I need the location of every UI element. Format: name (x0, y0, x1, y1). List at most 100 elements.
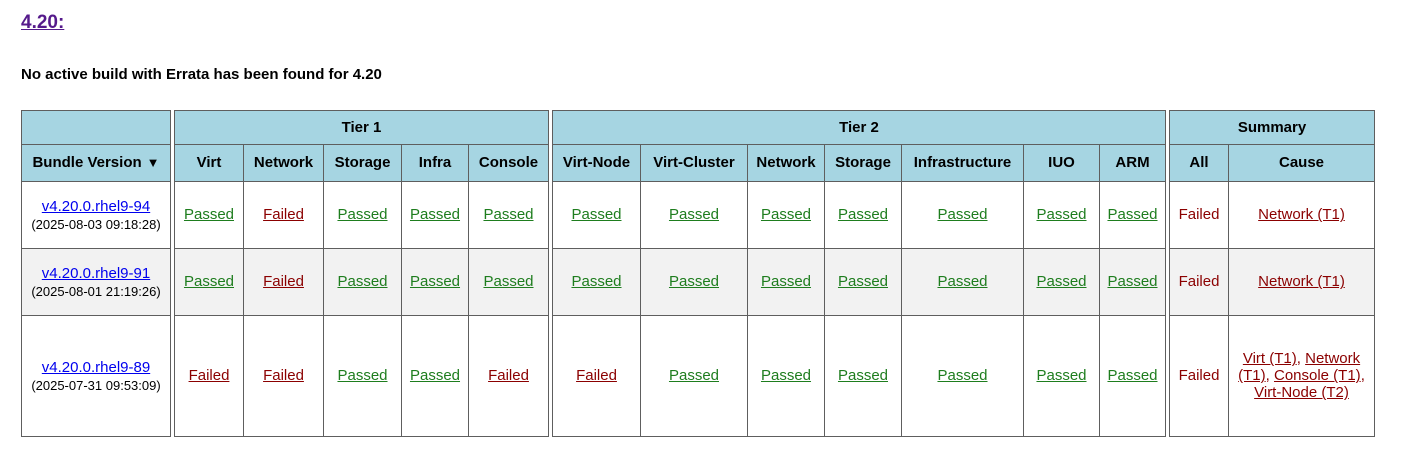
test-status-cell: Passed (824, 247, 902, 316)
status-passed-link[interactable]: Passed (837, 206, 889, 224)
cause-link[interactable]: Virt (T1) (1242, 350, 1297, 368)
column-header-summary-all: All (1169, 143, 1229, 182)
column-header-t1-console: Console (468, 143, 549, 182)
tier1-group-header: Tier 1 (174, 109, 549, 145)
table-row: Failed Failed Passed Passed Failed (174, 314, 549, 437)
test-status-cell: Passed (323, 180, 402, 249)
test-status-cell: Passed (1023, 314, 1100, 437)
table-row: v4.20.0.rhel9-89(2025-07-31 09:53:09) (21, 314, 171, 437)
test-status-cell: Passed (401, 314, 469, 437)
release-heading-link[interactable]: 4.20: (21, 12, 65, 33)
status-passed-link[interactable]: Passed (1036, 206, 1087, 224)
test-status-cell: Passed (901, 247, 1024, 316)
status-passed-link[interactable]: Passed (760, 367, 812, 385)
overall-status-cell: Failed (1169, 180, 1229, 249)
status-passed-link[interactable]: Passed (760, 206, 812, 224)
status-passed-link[interactable]: Passed (409, 206, 461, 224)
status-passed-link[interactable]: Passed (571, 273, 622, 291)
status-failed-link[interactable]: Failed (188, 367, 230, 385)
failure-cause-cell: Virt (T1), Network (T1), Console (T1), V… (1228, 314, 1375, 437)
status-passed-link[interactable]: Passed (409, 273, 461, 291)
status-passed-link[interactable]: Passed (937, 367, 988, 385)
table-row: Failed Network (T1) (1169, 180, 1375, 249)
test-status-cell: Passed (1023, 247, 1100, 316)
status-passed-link[interactable]: Passed (668, 367, 720, 385)
column-header-t2-virt-cluster: Virt-Cluster (640, 143, 748, 182)
status-passed-link[interactable]: Passed (337, 367, 388, 385)
overall-status-cell: Failed (1169, 314, 1229, 437)
test-status-cell: Passed (824, 180, 902, 249)
bundle-version-link[interactable]: v4.20.0.rhel9-94 (41, 197, 151, 215)
table-row: v4.20.0.rhel9-91(2025-08-01 21:19:26) (21, 247, 171, 316)
cause-link[interactable]: Network (T1) (1238, 350, 1361, 385)
test-status-cell: Passed (401, 247, 469, 316)
status-passed-link[interactable]: Passed (183, 273, 235, 291)
table-row: Failed Network (T1) (1169, 247, 1375, 316)
bundle-timestamp: (2025-08-03 09:18:28) (31, 216, 161, 232)
cause-link[interactable]: Network (T1) (1258, 273, 1345, 291)
test-status-cell: Passed (901, 314, 1024, 437)
status-passed-link[interactable]: Passed (337, 206, 388, 224)
table-row: Passed Passed Passed Passed Passed Passed Pass… (552, 180, 1166, 249)
status-passed-link[interactable]: Passed (337, 273, 388, 291)
status-passed-link[interactable]: Passed (1036, 367, 1087, 385)
failure-cause-cell: Network (T1) (1228, 247, 1375, 316)
failure-cause-cell: Network (T1) (1228, 180, 1375, 249)
tier2-table: Tier 2 Virt-Node Virt-Cluster Network St… (552, 109, 1166, 437)
bundle-timestamp: (2025-07-31 09:53:09) (31, 377, 161, 393)
status-passed-link[interactable]: Passed (937, 273, 988, 291)
test-status-cell: Passed (401, 180, 469, 249)
column-header-t2-network: Network (747, 143, 825, 182)
test-status-cell: Failed (243, 180, 324, 249)
status-passed-link[interactable]: Passed (668, 206, 720, 224)
bundle-version-table: Bundle Version▼ v4.20.0.rhel9-94(2025-08… (21, 109, 171, 437)
status-passed-link[interactable]: Passed (760, 273, 812, 291)
status-passed-link[interactable]: Passed (571, 206, 622, 224)
test-status-cell: Passed (824, 314, 902, 437)
status-passed-link[interactable]: Passed (1036, 273, 1087, 291)
status-passed-link[interactable]: Passed (183, 206, 235, 224)
cause-link[interactable]: Network (T1) (1258, 206, 1345, 224)
bundle-version-cell: v4.20.0.rhel9-89(2025-07-31 09:53:09) (21, 314, 171, 437)
test-status-cell: Passed (640, 247, 748, 316)
status-failed-link[interactable]: Failed (263, 273, 304, 291)
status-passed-link[interactable]: Passed (937, 206, 988, 224)
column-header-t2-iuo: IUO (1023, 143, 1100, 182)
test-status-cell: Failed (468, 314, 549, 437)
test-status-cell: Failed (243, 247, 324, 316)
bundle-timestamp: (2025-08-01 21:19:26) (31, 283, 161, 299)
bundle-group-header-spacer (21, 109, 171, 145)
table-row: Passed Failed Passed Passed Passed (174, 247, 549, 316)
status-passed-link[interactable]: Passed (837, 367, 889, 385)
cause-link[interactable]: Virt-Node (T2) (1254, 384, 1349, 402)
status-passed-link[interactable]: Passed (409, 367, 461, 385)
test-status-cell: Passed (552, 247, 641, 316)
tier1-table: Tier 1 Virt Network Storage Infra Consol… (174, 109, 549, 437)
status-passed-link[interactable]: Passed (837, 273, 889, 291)
status-passed-link[interactable]: Passed (668, 273, 720, 291)
column-header-bundle-version[interactable]: Bundle Version▼ (21, 143, 171, 182)
status-passed-link[interactable]: Passed (1107, 206, 1158, 224)
status-failed-link[interactable]: Failed (263, 206, 304, 224)
status-passed-link[interactable]: Passed (483, 273, 534, 291)
status-failed-link[interactable]: Failed (488, 367, 529, 385)
column-header-t1-virt: Virt (174, 143, 244, 182)
status-passed-link[interactable]: Passed (1107, 273, 1158, 291)
status-failed-link[interactable]: Failed (263, 367, 304, 385)
status-passed-link[interactable]: Passed (483, 206, 534, 224)
tier2-group-header: Tier 2 (552, 109, 1166, 145)
status-failed-link[interactable]: Failed (576, 367, 617, 385)
bundle-version-link[interactable]: v4.20.0.rhel9-91 (41, 264, 151, 282)
bundle-version-header-label: Bundle Version (32, 154, 142, 172)
cause-link[interactable]: Console (T1) (1273, 367, 1361, 385)
column-header-t1-infra: Infra (401, 143, 469, 182)
status-passed-link[interactable]: Passed (1107, 367, 1158, 385)
test-status-cell: Passed (323, 247, 402, 316)
test-status-cell: Failed (243, 314, 324, 437)
bundle-version-link[interactable]: v4.20.0.rhel9-89 (41, 358, 151, 376)
test-status-cell: Passed (174, 180, 244, 249)
test-status-cell: Failed (174, 314, 244, 437)
overall-status-cell: Failed (1169, 247, 1229, 316)
